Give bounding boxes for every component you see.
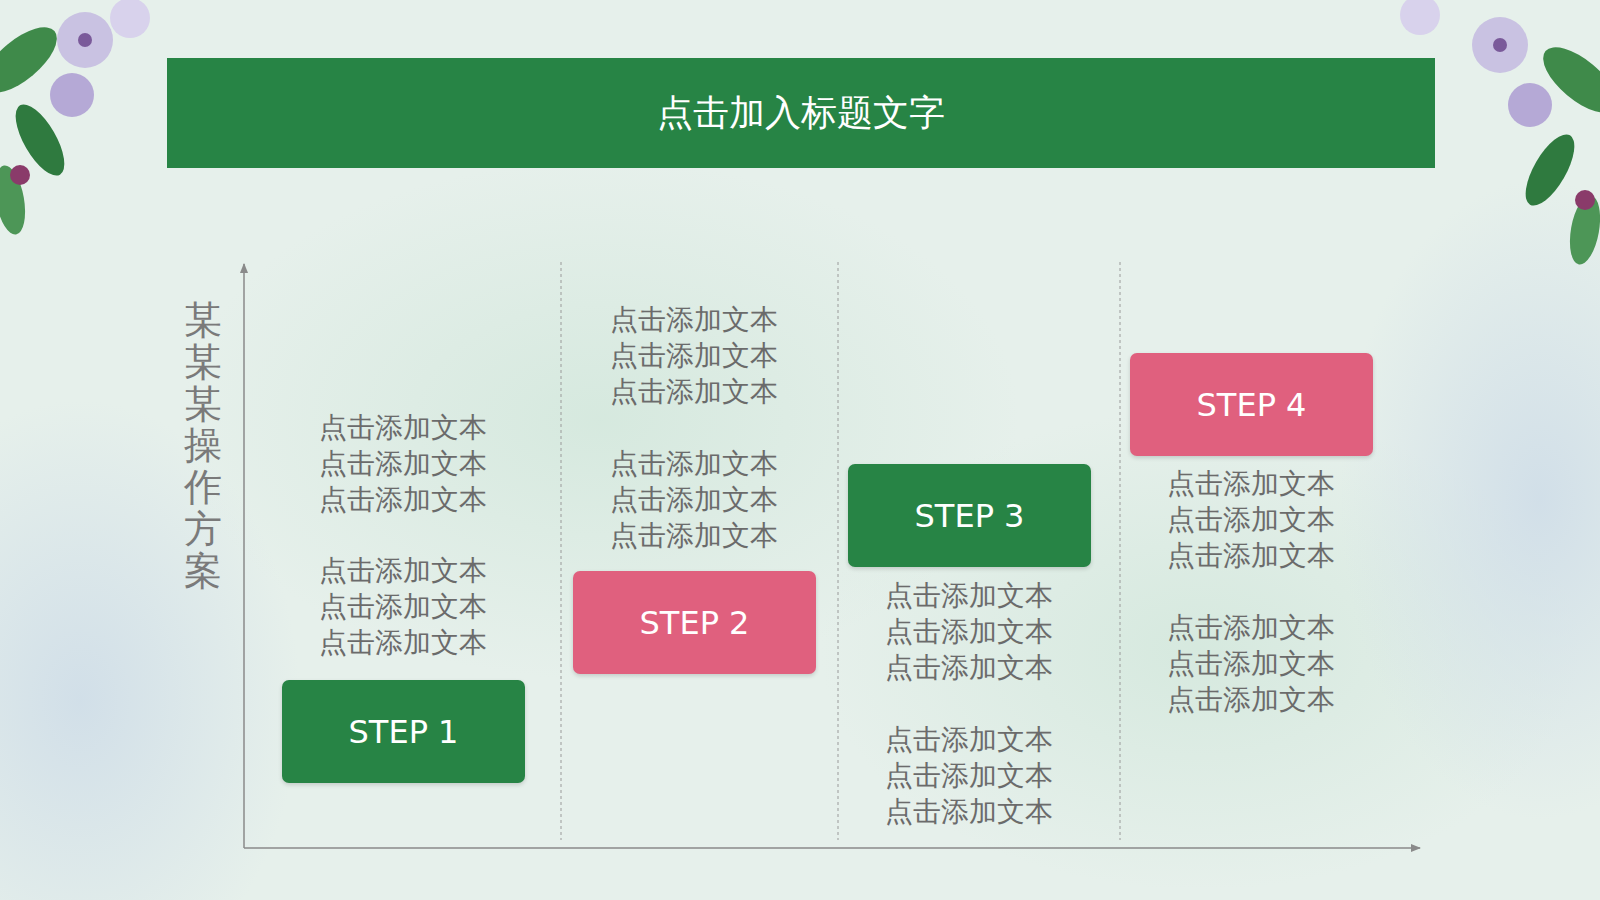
step-label: STEP 4 [1197, 386, 1307, 424]
step-label: STEP 3 [915, 497, 1025, 535]
column-divider [838, 262, 839, 840]
text-block: 点击添加文本 点击添加文本 点击添加文本 [879, 578, 1059, 686]
text-block: 点击添加文本 点击添加文本 点击添加文本 [1161, 610, 1341, 718]
text-block: 点击添加文本 点击添加文本 点击添加文本 [879, 722, 1059, 830]
x-axis [244, 847, 1420, 849]
column-divider [1120, 262, 1121, 840]
title-bar [167, 58, 1435, 168]
step-box: STEP 2 [573, 571, 816, 674]
step-box: STEP 4 [1130, 353, 1373, 456]
column-divider [561, 262, 562, 840]
text-block: 点击添加文本 点击添加文本 点击添加文本 [313, 410, 493, 518]
step-box: STEP 3 [848, 464, 1091, 567]
step-label: STEP 1 [349, 713, 459, 751]
step-box: STEP 1 [282, 680, 525, 783]
text-block: 点击添加文本 点击添加文本 点击添加文本 [1161, 466, 1341, 574]
flower-decoration [0, 0, 150, 237]
text-block: 点击添加文本 点击添加文本 点击添加文本 [313, 553, 493, 661]
text-block: 点击添加文本 点击添加文本 点击添加文本 [604, 446, 784, 554]
vertical-axis-label: 某某某操作方案 [184, 300, 222, 593]
text-block: 点击添加文本 点击添加文本 点击添加文本 [604, 302, 784, 410]
watercolor-blob [1340, 180, 1600, 820]
slide-title: 点击加入标题文字 [167, 58, 1435, 168]
step-label: STEP 2 [640, 604, 750, 642]
watercolor-blob [0, 400, 300, 900]
y-axis [243, 264, 245, 848]
